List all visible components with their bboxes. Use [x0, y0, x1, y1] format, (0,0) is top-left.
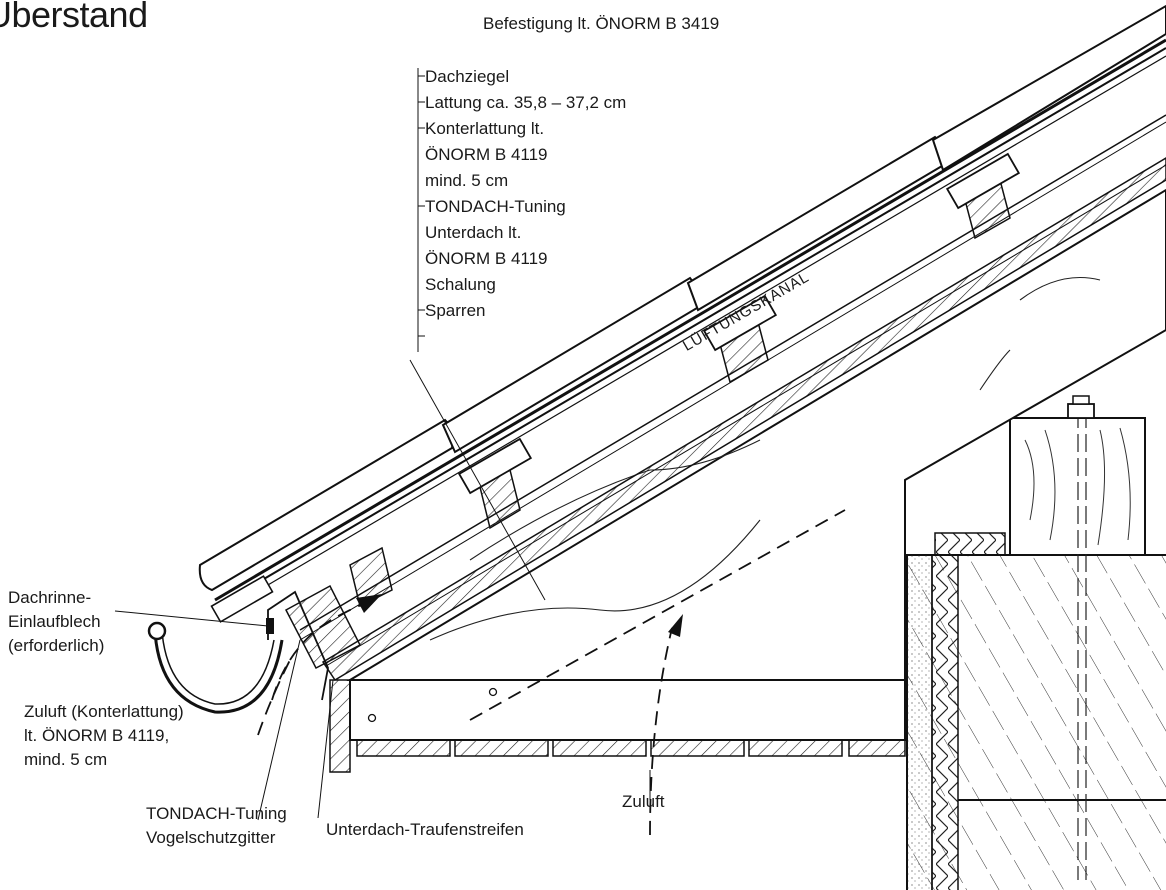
drawing-title: Überstand	[0, 0, 148, 35]
gutter-label-line1: Dachrinne-	[8, 588, 92, 607]
leader-lines	[114, 68, 651, 821]
layer-label: mind. 5 cm	[425, 171, 509, 190]
layer-label: TONDACH-Tuning	[425, 197, 566, 216]
soffit-beam	[329, 679, 906, 773]
arrowheads	[356, 594, 683, 637]
gutter-label-line3: (erforderlich)	[8, 636, 105, 655]
supply-label: Zuluft	[622, 792, 665, 811]
supply-air-label-line3: mind. 5 cm	[24, 750, 108, 769]
supply-air-label-line1: Zuluft (Konterlattung)	[24, 702, 184, 721]
layer-label: ÖNORM B 4119	[425, 249, 548, 268]
roof-tiles	[198, 4, 1166, 623]
gutter	[147, 590, 329, 714]
layer-label: Sparren	[425, 301, 486, 320]
layer-label: Lattung ca. 35,8 – 37,2 cm	[425, 93, 627, 112]
layer-label: Schalung	[425, 275, 496, 294]
bird-grille-label-line2: Vogelschutzgitter	[146, 828, 276, 847]
supply-air-label-line2: lt. ÖNORM B 4119,	[24, 726, 170, 745]
rafter	[346, 188, 1166, 681]
gutter-label-line2: Einlaufblech	[8, 612, 101, 631]
layer-label: Unterdach lt.	[425, 223, 522, 242]
wall-plate	[1009, 395, 1146, 880]
layer-legend: Dachziegel Lattung ca. 35,8 – 37,2 cm Ko…	[425, 64, 626, 324]
airflow-arrows	[257, 509, 846, 836]
eaves-strip-label: Unterdach-Traufenstreifen	[326, 820, 524, 839]
boarding	[321, 157, 1166, 682]
masonry-wall	[906, 532, 1166, 890]
layer-label: Konterlattung lt.	[425, 119, 545, 138]
layer-label: ÖNORM B 4119	[425, 145, 548, 164]
fastening-note: Befestigung lt. ÖNORM B 3419	[483, 14, 720, 33]
bird-grille-label-line1: TONDACH-Tuning	[146, 804, 287, 823]
layer-label: Dachziegel	[425, 67, 510, 86]
